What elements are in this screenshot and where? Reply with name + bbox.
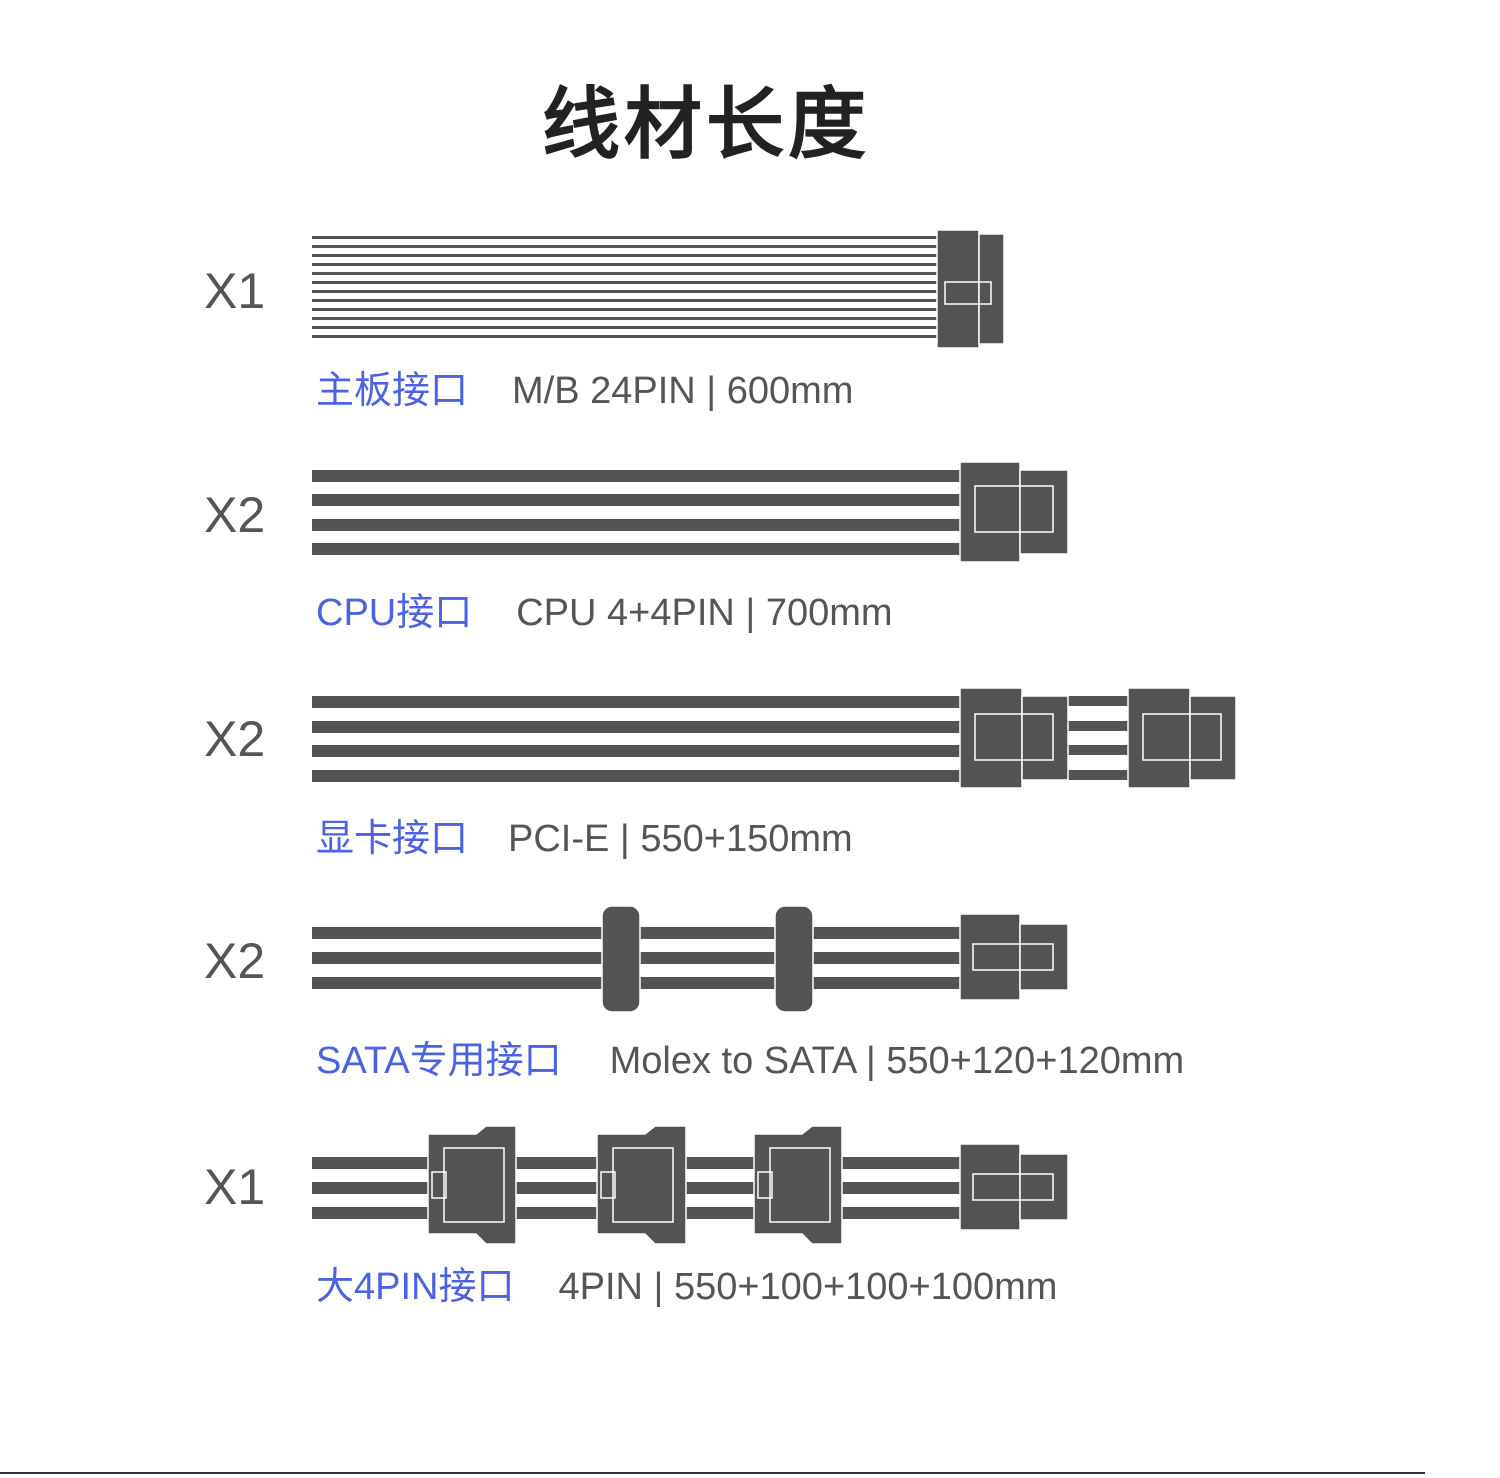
cable-spec: Molex to SATA | 550+120+120mm [609,1040,1185,1082]
molex-connector [959,1143,1069,1231]
cable-label: CPU接口 CPU 4+4PIN | 700mm [316,588,893,638]
molex-connector [427,1125,517,1245]
cable-label: SATA专用接口 Molex to SATA | 550+120+120mm [316,1036,1184,1086]
bottom-divider [0,1472,1425,1474]
cable-name: 显卡接口 [316,818,469,860]
sata-connector [601,905,814,1013]
quantity-label: X1 [204,263,266,319]
pcie-connector-2 [1127,687,1237,789]
molex-connector [596,1125,687,1245]
24pin-connector [936,229,1005,349]
molex-connector [753,1125,843,1245]
quantity-label: X2 [204,711,266,767]
cable-spec: 4PIN | 550+100+100+100mm [558,1266,1058,1308]
cable-label: 大4PIN接口 4PIN | 550+100+100+100mm [316,1262,1057,1312]
quantity-label: X1 [204,1159,266,1215]
cable-label: 显卡接口 PCI-E | 550+150mm [316,814,853,864]
cable-name: 大4PIN接口 [316,1266,515,1308]
cpu-connector [959,461,1069,563]
molex-connector [959,913,1069,1001]
cable-name: SATA专用接口 [316,1040,562,1082]
page-title: 线材长度 [541,80,870,170]
cable-spec: M/B 24PIN | 600mm [512,370,854,412]
cable-name: CPU接口 [316,592,473,634]
cable-spec: CPU 4+4PIN | 700mm [516,592,893,634]
quantity-label: X2 [204,933,266,989]
cable-spec: PCI-E | 550+150mm [508,818,853,860]
pcie-connector-1 [959,687,1069,789]
cable-name: 主板接口 [316,370,469,412]
quantity-label: X2 [204,487,266,543]
cable-label: 主板接口 M/B 24PIN | 600mm [316,366,853,416]
